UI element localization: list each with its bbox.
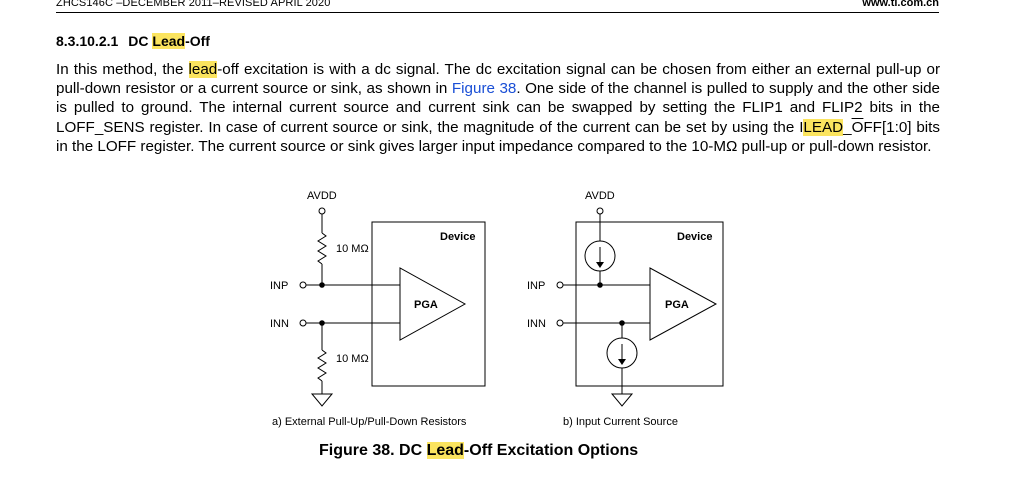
device-box-left [371, 221, 486, 387]
text-run: FF[1:0] bits in the LOFF register. The c… [56, 118, 940, 155]
search-highlight: Lead [152, 33, 186, 49]
avdd-label-right: AVDD [585, 190, 615, 202]
ground-symbol-left [310, 393, 334, 407]
search-highlight: LEAD [803, 118, 844, 136]
text-run: -off excitation is with a dc signal. The… [56, 61, 940, 98]
caption-left: a) External Pull-Up/Pull-Down Resistors [272, 416, 467, 428]
search-highlight: Lead [426, 442, 464, 459]
inn-label-right: INN [527, 318, 546, 330]
inp-terminal-left [299, 281, 307, 289]
pga-label-left: PGA [414, 299, 438, 311]
junction-dot [319, 320, 325, 326]
avdd-terminal-right [596, 207, 604, 215]
section-title-post: -Off [185, 33, 210, 49]
inn-label-left: INN [270, 318, 289, 330]
junction-dot [597, 282, 603, 288]
pulldown-resistor [317, 349, 327, 382]
figure-title: Figure 38. DC Lead-Off Excitation Option… [319, 442, 638, 460]
section-number: 8.3.10.2.1 [56, 33, 119, 49]
pullup-resistor [317, 232, 327, 265]
page-header: ZHCS146C –DECEMBER 2011–REVISED APRIL 20… [56, 0, 939, 13]
search-highlight: lead [188, 61, 218, 78]
device-box-right [575, 221, 724, 387]
inn-terminal-right [556, 319, 564, 327]
current-arrow-icon [596, 262, 604, 268]
overline-char: O [851, 118, 864, 136]
junction-dot [319, 282, 325, 288]
text-run: . One side of the channel is pulled to s… [56, 80, 940, 136]
pga-amplifier-right [649, 267, 718, 341]
inp-terminal-right [556, 281, 564, 289]
caption-right: b) Input Current Source [563, 416, 678, 428]
body-paragraph: In this method, the lead-off excitation … [56, 60, 940, 156]
section-title-pre: DC [128, 33, 153, 49]
junction-dot [619, 320, 625, 326]
figure-title-post: -Off Excitation Options [463, 442, 639, 459]
inn-terminal-left [299, 319, 307, 327]
resistor-top-label: 10 MΩ [336, 243, 369, 255]
avdd-label-left: AVDD [307, 190, 337, 202]
current-arrow-icon [618, 359, 626, 365]
figure-title-pre: Figure 38. DC [319, 442, 427, 459]
text-run: _ [843, 118, 852, 136]
figure-link[interactable]: Figure 38 [451, 80, 517, 98]
device-label-right: Device [677, 231, 712, 243]
ground-symbol-right [610, 393, 634, 407]
device-label-left: Device [440, 231, 475, 243]
section-heading: 8.3.10.2.1 DC Lead-Off [56, 33, 210, 49]
document-id: ZHCS146C –DECEMBER 2011–REVISED APRIL 20… [56, 0, 331, 9]
text-run: In this method, the [56, 61, 189, 78]
pga-label-right: PGA [665, 299, 689, 311]
inp-label-right: INP [527, 280, 545, 292]
site-link[interactable]: www.ti.com.cn [862, 0, 939, 9]
inp-label-left: INP [270, 280, 288, 292]
avdd-terminal-left [318, 207, 326, 215]
pga-amplifier-left [399, 267, 467, 341]
resistor-bottom-label: 10 MΩ [336, 353, 369, 365]
